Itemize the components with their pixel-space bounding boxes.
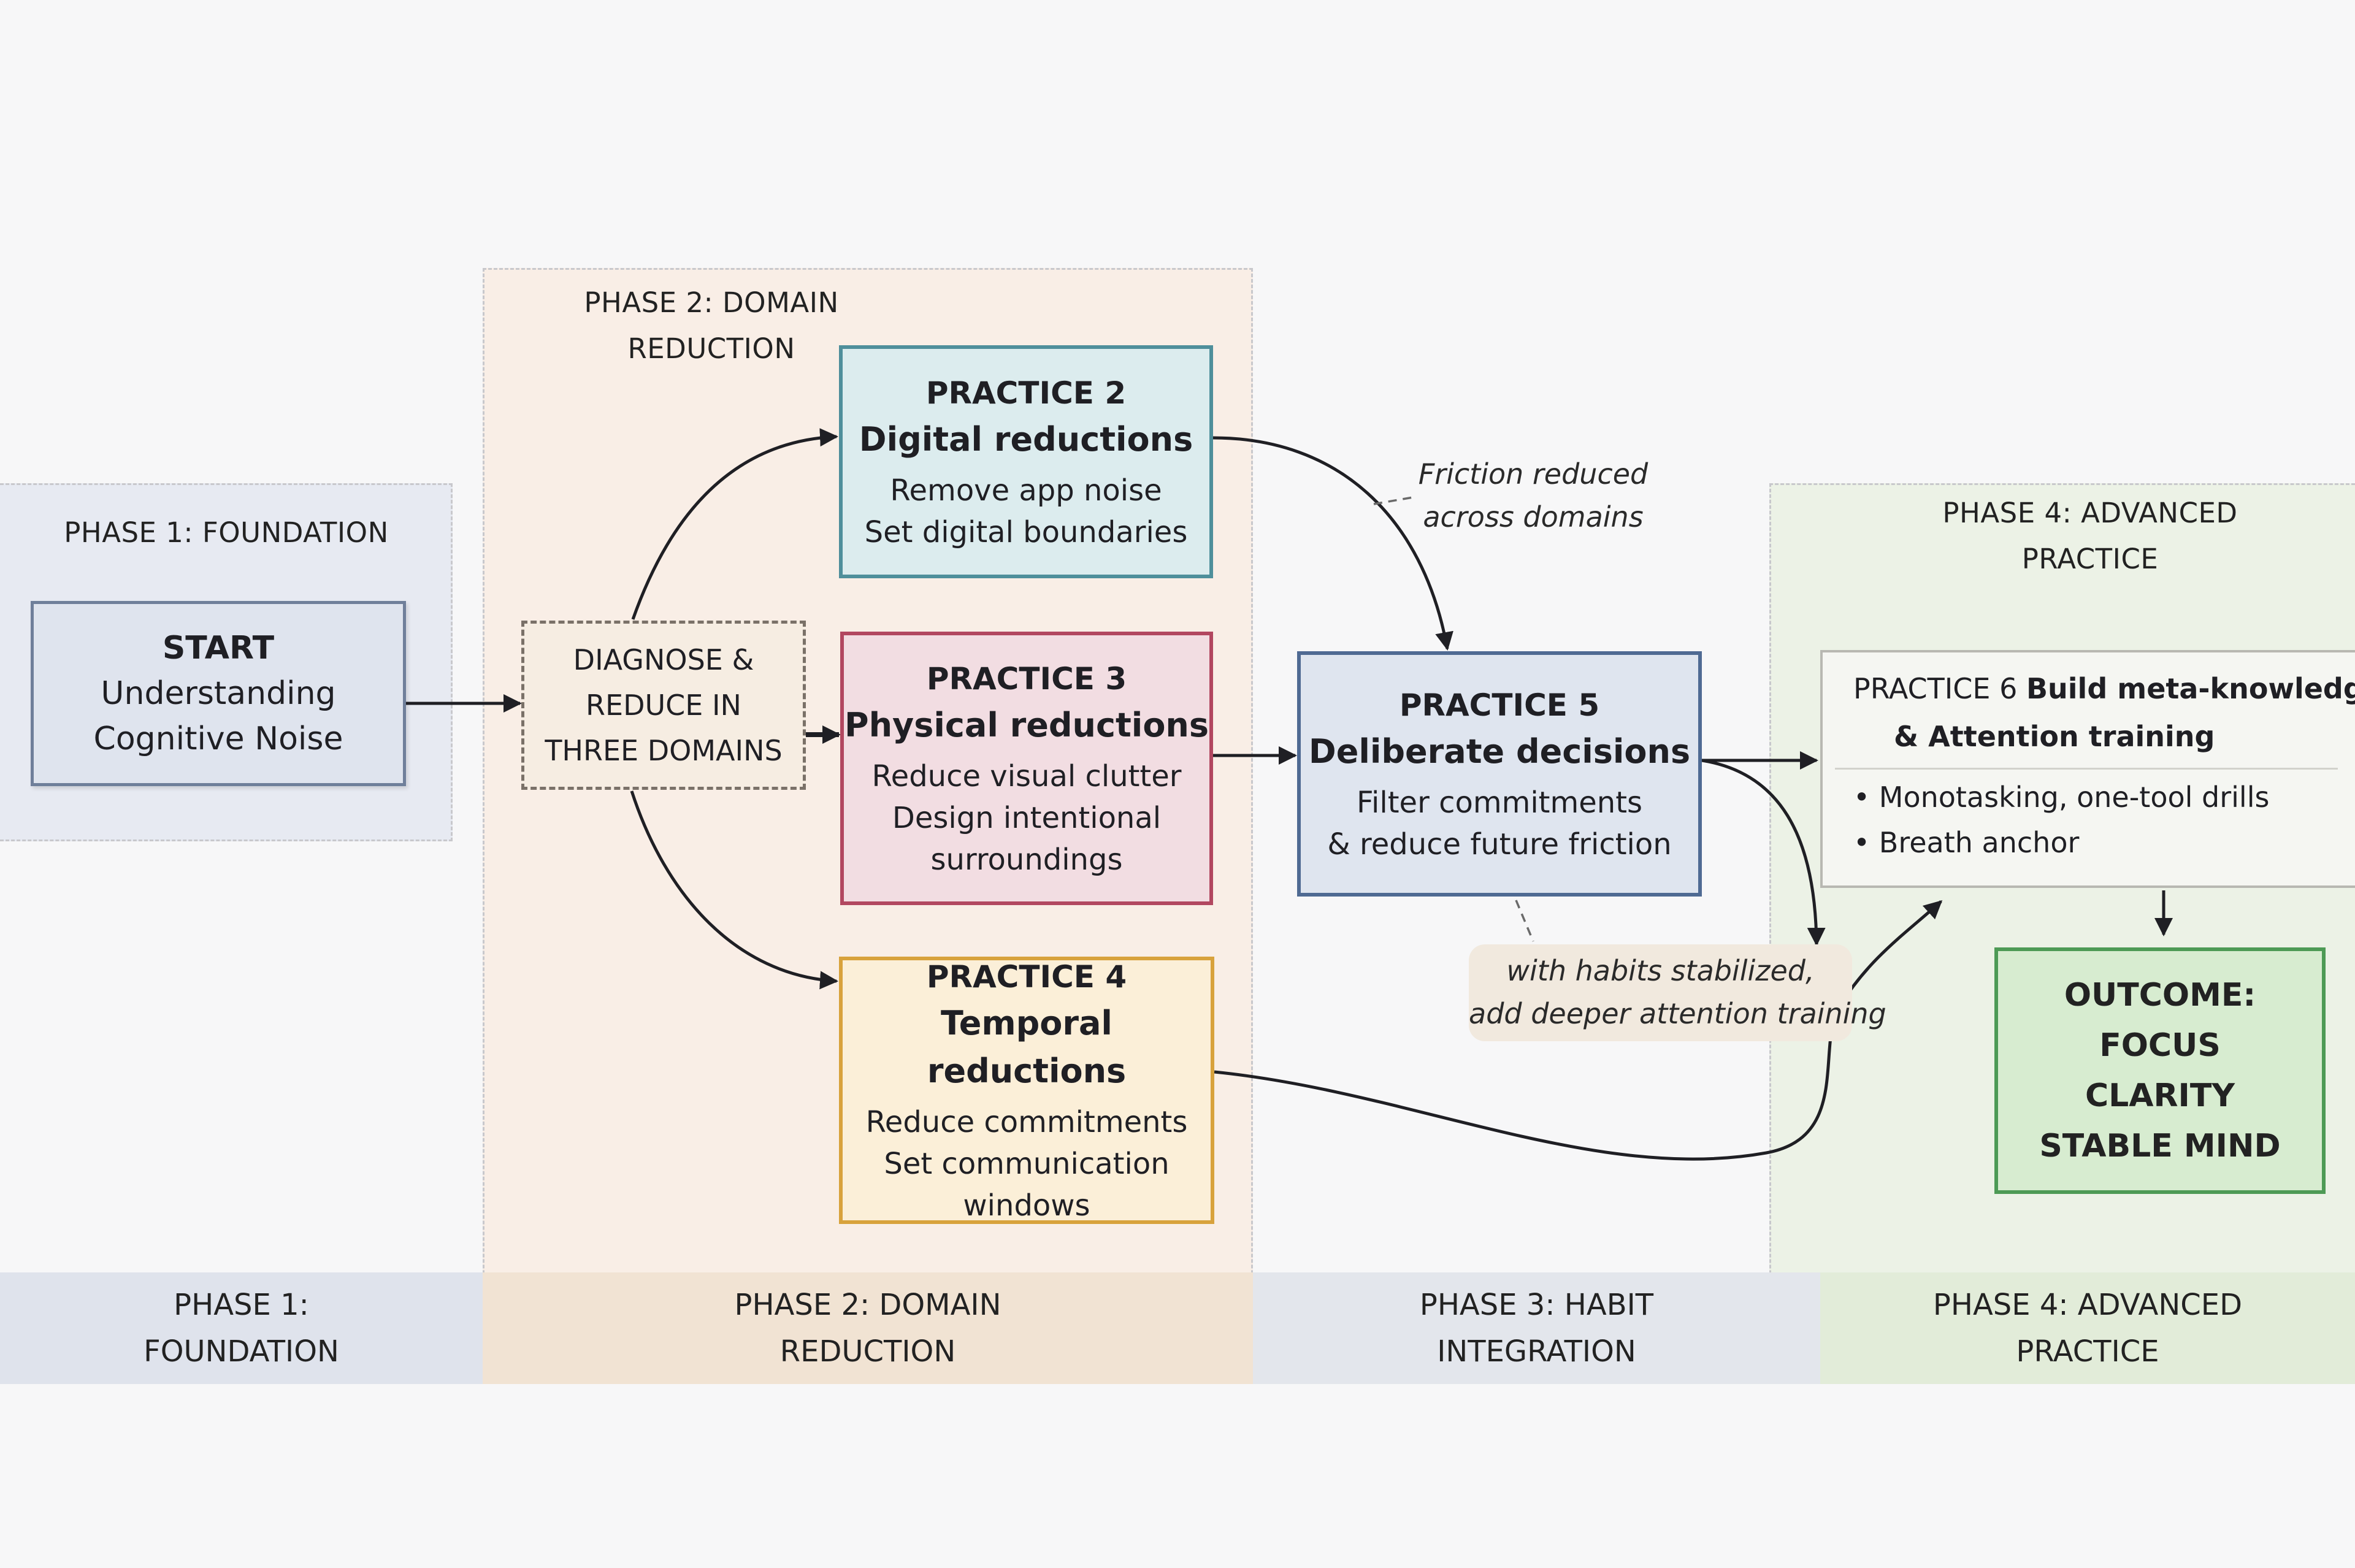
- practice6-bullet-2-text: Breath anchor: [1878, 826, 2080, 859]
- phase-band-4: PHASE 4: ADVANCED PRACTICE: [1820, 1272, 2355, 1384]
- start-title: START: [162, 630, 275, 667]
- practice3-node: PRACTICE 3 Physical reductions Reduce vi…: [840, 632, 1213, 905]
- outcome-line-1: OUTCOME:: [2064, 977, 2256, 1014]
- phase-band-3-line1: PHASE 3: HABIT: [1419, 1288, 1654, 1322]
- practice2-title: Digital reductions: [859, 420, 1193, 459]
- practice3-label: PRACTICE 3: [926, 661, 1127, 697]
- habits-note-leader: [1515, 900, 1534, 942]
- practice6-title-line2: & Attention training: [1894, 720, 2215, 753]
- outcome-node: OUTCOME: FOCUS CLARITY STABLE MIND: [1994, 947, 2326, 1194]
- outcome-line-2: FOCUS: [2099, 1027, 2221, 1064]
- practice2-line-2: Set digital boundaries: [864, 515, 1188, 549]
- phase-band-1-line2: FOUNDATION: [144, 1334, 339, 1369]
- practice6-bullet-2: • Breath anchor: [1853, 826, 2080, 859]
- diagnose-line-2: REDUCE IN: [586, 689, 741, 722]
- arrow-practice2-to-practice5: [1212, 436, 1453, 651]
- practice6-bullet-1: • Monotasking, one-tool drills: [1853, 781, 2270, 814]
- practice5-title: Deliberate decisions: [1308, 732, 1691, 771]
- phase2-panel-title-line1: PHASE 2: DOMAIN: [584, 286, 839, 319]
- practice4-title: Temporal reductions: [927, 1004, 1127, 1090]
- phase-band-2: PHASE 2: DOMAIN REDUCTION: [483, 1272, 1253, 1384]
- friction-note-line2: across domains: [1423, 500, 1644, 534]
- phase-band-2-line2: REDUCTION: [779, 1334, 956, 1369]
- phase-band-4-line1: PHASE 4: ADVANCED: [1932, 1288, 2243, 1322]
- habits-note: with habits stabilized, add deeper atten…: [1469, 944, 1886, 1041]
- practice6-title-line1: Build meta-knowledge: [2026, 672, 2355, 705]
- phase2-panel-title-line2: REDUCTION: [627, 332, 795, 365]
- practice5-line-1: Filter commitments: [1356, 786, 1643, 820]
- start-line-2: Cognitive Noise: [93, 721, 343, 757]
- practice6-divider: [1835, 768, 2338, 770]
- phase-band-3: PHASE 3: HABIT INTEGRATION: [1253, 1272, 1820, 1384]
- phase-band-2-line1: PHASE 2: DOMAIN: [734, 1288, 1001, 1322]
- phase1-panel-title: PHASE 1: FOUNDATION: [64, 516, 389, 549]
- arrow-practice4-to-practice6: [1214, 900, 1943, 1161]
- diagnose-node: DIAGNOSE & REDUCE IN THREE DOMAINS: [521, 621, 806, 790]
- practice6-label: PRACTICE 6: [1853, 672, 2018, 705]
- friction-note: Friction reduced across domains: [1404, 453, 1662, 538]
- practice5-line-2: & reduce future friction: [1327, 827, 1672, 862]
- start-line-1: Understanding: [101, 675, 336, 712]
- phase4-panel-title-line2: PRACTICE: [2021, 543, 2159, 575]
- practice2-node: PRACTICE 2 Digital reductions Remove app…: [839, 345, 1213, 578]
- diagnose-line-3: THREE DOMAINS: [545, 734, 783, 767]
- practice5-node: PRACTICE 5 Deliberate decisions Filter c…: [1297, 651, 1702, 897]
- practice3-line-3: surroundings: [930, 843, 1123, 877]
- phase-band-1-line1: PHASE 1:: [174, 1288, 309, 1322]
- practice2-line-1: Remove app noise: [890, 473, 1162, 508]
- outcome-line-3: CLARITY: [2085, 1077, 2235, 1114]
- practice4-line-2: Set communication: [884, 1147, 1170, 1181]
- arrow-practice5-curve-down: [1701, 759, 1826, 946]
- start-node: START Understanding Cognitive Noise: [31, 601, 406, 786]
- practice3-line-2: Design intentional: [892, 801, 1162, 835]
- practice4-line-3: windows: [963, 1188, 1090, 1223]
- phase4-panel-title-line1: PHASE 4: ADVANCED: [1942, 497, 2238, 529]
- phase-band-1: PHASE 1: FOUNDATION: [0, 1272, 483, 1384]
- practice2-label: PRACTICE 2: [925, 375, 1127, 411]
- habits-note-line1: with habits stabilized,: [1506, 954, 1815, 987]
- practice4-line-1: Reduce commitments: [865, 1105, 1188, 1139]
- practice5-label: PRACTICE 5: [1399, 687, 1600, 723]
- practice4-node: PRACTICE 4 Temporal reductions Reduce co…: [839, 957, 1214, 1224]
- phase-band-3-line2: INTEGRATION: [1437, 1334, 1636, 1369]
- diagnose-line-1: DIAGNOSE &: [573, 643, 754, 676]
- arrow-diagnose-to-practice4: [630, 790, 838, 990]
- phase-band-4-line2: PRACTICE: [2016, 1334, 2159, 1369]
- outcome-line-4: STABLE MIND: [2039, 1128, 2281, 1165]
- practice6-bullet-1-text: Monotasking, one-tool drills: [1878, 781, 2270, 814]
- phase4-panel: PHASE 4: ADVANCED PRACTICE: [1769, 483, 2355, 1384]
- practice3-title: Physical reductions: [844, 706, 1209, 744]
- arrow-diagnose-to-practice2: [631, 428, 838, 620]
- practice3-line-1: Reduce visual clutter: [871, 759, 1182, 794]
- friction-note-leader: [1373, 495, 1417, 505]
- habits-note-line2: add deeper attention training: [1469, 997, 1886, 1030]
- practice4-label: PRACTICE 4: [926, 959, 1127, 995]
- friction-note-line1: Friction reduced: [1418, 457, 1648, 491]
- practice6-node: PRACTICE 6 Build meta-knowledge & Attent…: [1820, 650, 2355, 888]
